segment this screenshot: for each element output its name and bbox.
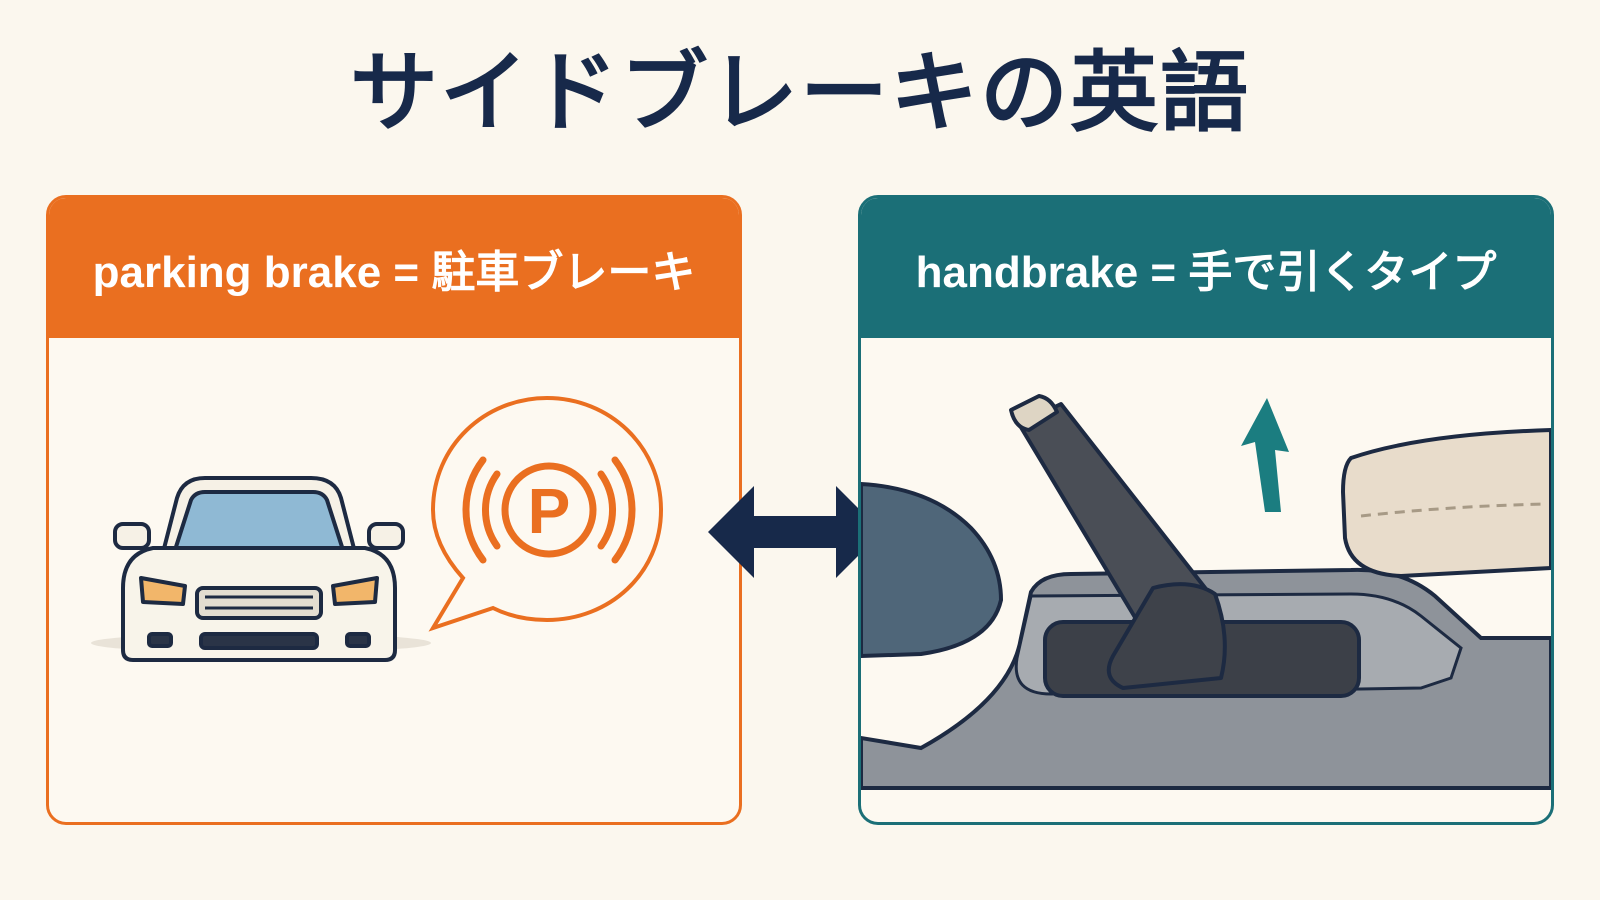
page-title: サイドブレーキの英語: [349, 41, 1250, 144]
handbrake-lever-icon: [1009, 394, 1227, 690]
car-icon: [113, 476, 405, 662]
parking-brake-illustration: P: [49, 338, 739, 822]
pull-up-arrow-icon: [1241, 398, 1289, 512]
parking-sign-letter: P: [528, 475, 571, 547]
grille-lines: [205, 595, 313, 610]
brake-warning-icon: [462, 456, 636, 564]
parking-brake-header: parking brake = 駐車ブレーキ: [49, 198, 739, 338]
parking-brake-warning-bubble: P: [428, 395, 664, 632]
armrest-icon: [1340, 427, 1551, 579]
handbrake-header: handbrake = 手で引くタイプ: [861, 198, 1551, 338]
handbrake-card: handbrake = 手で引くタイプ: [858, 195, 1554, 825]
double-arrow-icon: [708, 486, 882, 578]
seat-cushion: [861, 481, 1004, 659]
parking-brake-card: parking brake = 駐車ブレーキ: [46, 195, 742, 825]
handbrake-illustration: [861, 338, 1551, 822]
